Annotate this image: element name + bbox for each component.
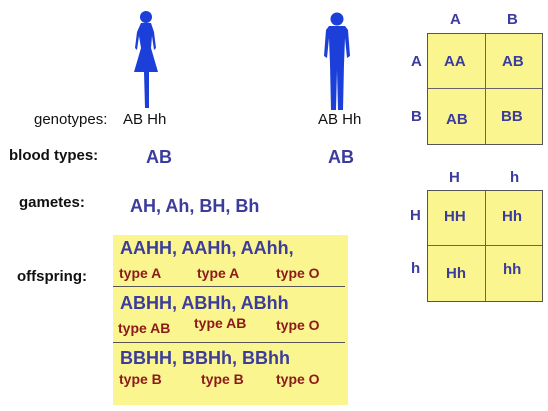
male-genotype: AB Hh	[318, 111, 362, 128]
punnett-ab-cell-2-2: BB	[501, 108, 523, 125]
punnett-ab-cell-2-1: AB	[446, 111, 468, 128]
offspring-row-2-type-2: type AB	[194, 315, 247, 331]
punnett-hh-col-1: H	[449, 169, 460, 186]
punnett-hh-cell-2-1: Hh	[446, 265, 466, 282]
punnett-hh-cell-2-2: hh	[503, 261, 522, 278]
offspring-box	[113, 235, 348, 405]
punnett-hh-row-2: h	[411, 260, 421, 277]
offspring-row-2-type-3: type O	[276, 317, 320, 333]
female-genotype: AB Hh	[123, 111, 167, 128]
punnett-square-hh	[427, 190, 543, 302]
punnett-ab-cell-1-2: AB	[502, 53, 524, 70]
punnett-ab-hline	[428, 88, 542, 89]
punnett-hh-vline	[485, 191, 486, 301]
offspring-row-1-type-3: type O	[276, 265, 320, 281]
male-blood-type: AB	[328, 147, 354, 167]
offspring-label: offspring:	[17, 268, 87, 285]
male-silhouette-icon	[324, 12, 350, 110]
punnett-hh-cell-1-1: HH	[444, 208, 466, 225]
offspring-row-2-type-1: type AB	[118, 320, 171, 336]
gametes-label: gametes:	[19, 194, 85, 211]
punnett-hh-hline	[428, 245, 542, 246]
punnett-ab-col-1: A	[450, 11, 461, 28]
punnett-ab-col-2: B	[507, 11, 518, 28]
offspring-row-1-genotypes: AAHH, AAHh, AAhh,	[120, 238, 294, 258]
gametes-value: AH, Ah, BH, Bh	[130, 196, 260, 216]
offspring-row-1-type-1: type A	[119, 265, 162, 281]
offspring-row-3-genotypes: BBHH, BBHh, BBhh	[120, 348, 290, 368]
punnett-ab-row-2: B	[411, 108, 422, 125]
punnett-ab-vline	[485, 34, 486, 144]
offspring-divider-2	[113, 342, 345, 343]
genotypes-label: genotypes:	[34, 111, 108, 128]
punnett-hh-row-1: H	[410, 207, 421, 224]
punnett-ab-cell-1-1: AA	[444, 53, 466, 70]
offspring-row-3-type-2: type B	[201, 371, 244, 387]
offspring-row-1-type-2: type A	[197, 265, 240, 281]
punnett-hh-col-2: h	[510, 169, 520, 186]
female-silhouette-icon	[134, 11, 158, 108]
blood-types-label: blood types:	[9, 147, 99, 164]
female-blood-type: AB	[146, 147, 172, 167]
offspring-row-3-type-3: type O	[276, 371, 320, 387]
punnett-ab-row-1: A	[411, 53, 422, 70]
offspring-row-3-type-1: type B	[119, 371, 162, 387]
offspring-divider-1	[113, 286, 345, 287]
offspring-row-2-genotypes: ABHH, ABHh, ABhh	[120, 293, 289, 313]
punnett-hh-cell-1-2: Hh	[502, 208, 522, 225]
punnett-square-ab	[427, 33, 543, 145]
